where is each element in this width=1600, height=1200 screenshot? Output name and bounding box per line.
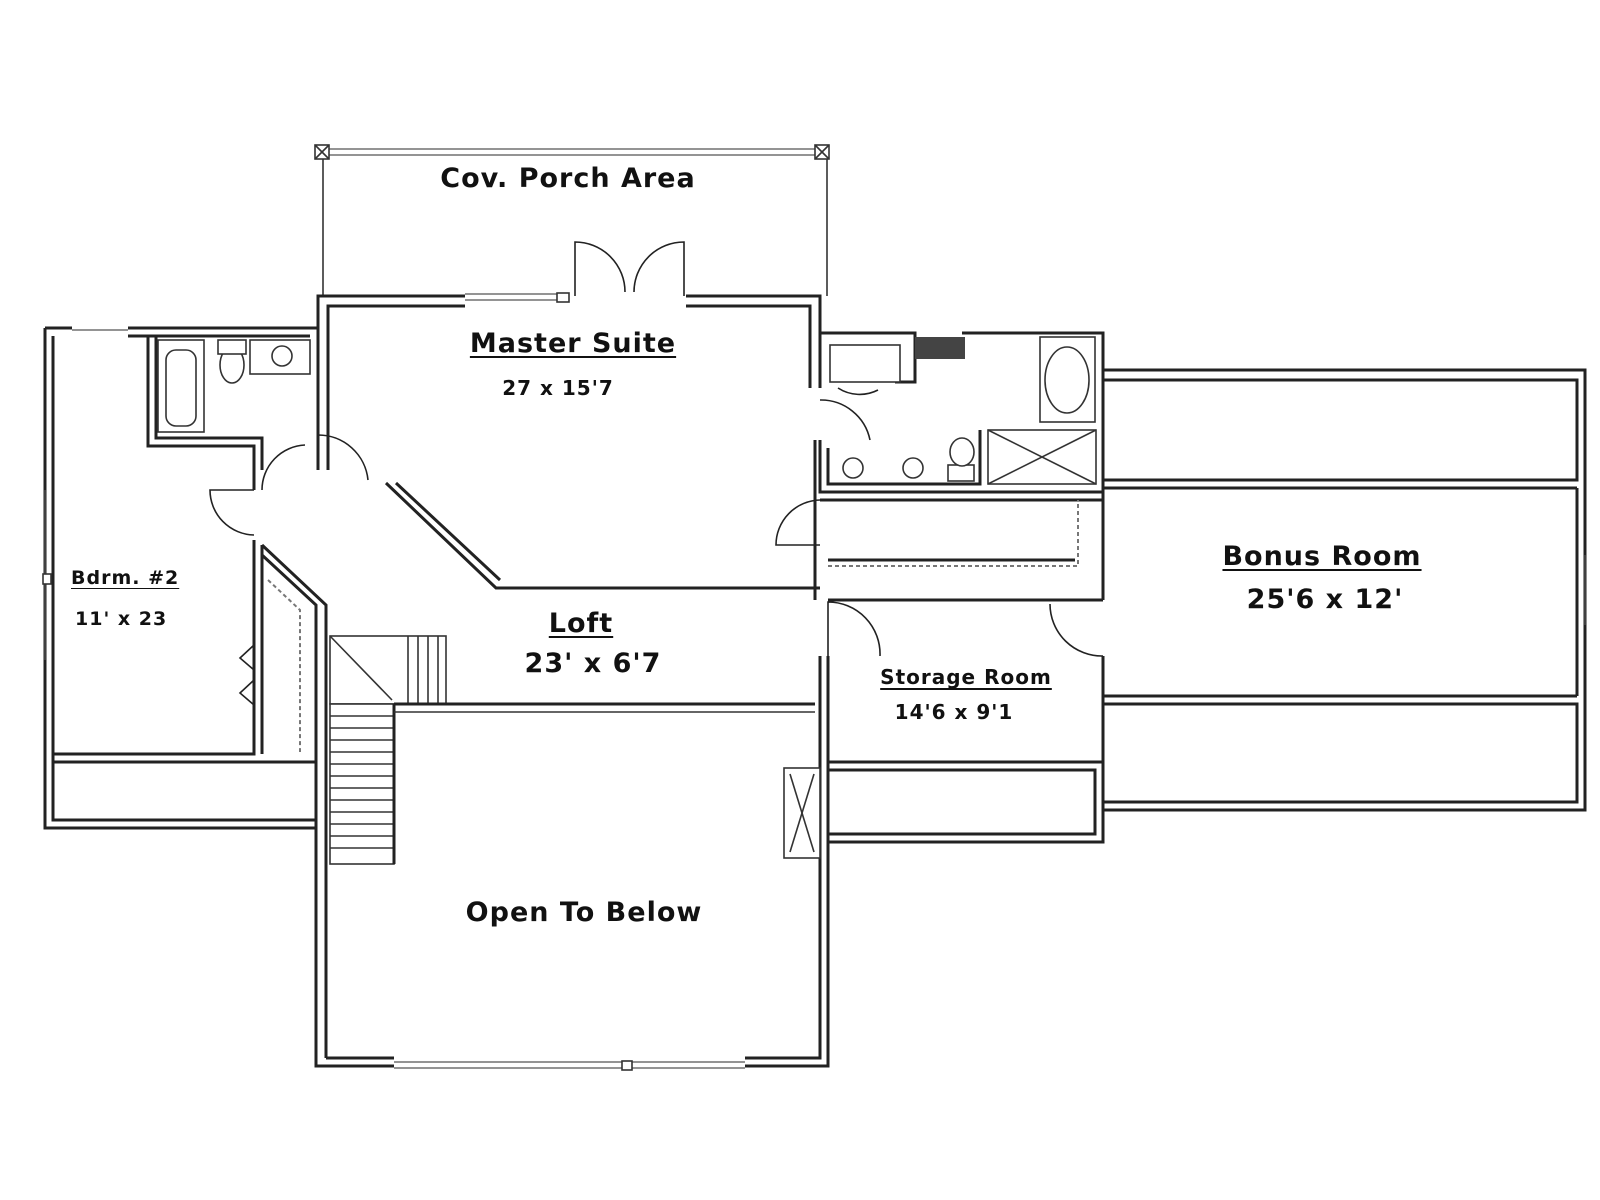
stair-area (260, 543, 815, 1058)
bedroom-2-dims: 11' x 23 (75, 608, 168, 630)
storage-room-dims: 14'6 x 9'1 (894, 700, 1014, 724)
bonus-room-label: Bonus Room (1222, 541, 1422, 572)
master-suite-walls (316, 241, 822, 600)
porch-label: Cov. Porch Area (440, 163, 696, 194)
master-bath (775, 331, 1105, 600)
bedroom-2-label: Bdrm. #2 (71, 567, 180, 589)
storage-room-label: Storage Room (880, 665, 1052, 689)
bonus-room-dims: 25'6 x 12' (1246, 584, 1404, 615)
master-suite-dims: 27 x 15'7 (502, 376, 614, 400)
open-to-below-label: Open To Below (465, 897, 703, 928)
porch-outline (314, 144, 830, 296)
bonus-room-walls (1103, 368, 1587, 812)
loft-label: Loft (548, 608, 614, 639)
open-to-below-walls (314, 601, 881, 1071)
master-suite-label: Master Suite (469, 328, 677, 359)
bedroom-2-walls (42, 326, 369, 830)
storage-room-walls (828, 598, 1105, 844)
loft-dims: 23' x 6'7 (524, 648, 662, 679)
